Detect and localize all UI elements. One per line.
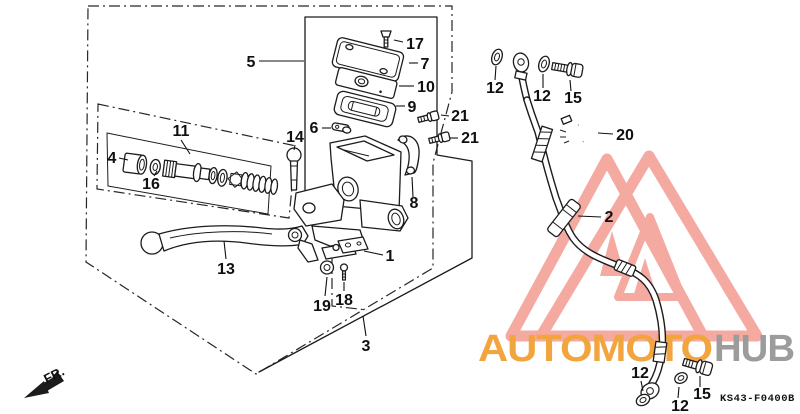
- callout-12a: 12: [486, 80, 504, 97]
- lever-pivot: [287, 227, 303, 243]
- callout-1: 1: [386, 248, 395, 265]
- piston-repair-kit: [122, 152, 279, 195]
- diaphragm: [333, 90, 397, 128]
- callout-5: 5: [247, 54, 256, 71]
- plunger: [286, 147, 302, 191]
- reservoir-opening: [336, 140, 395, 162]
- piston-kit-inner-box: [106, 132, 272, 215]
- callout-13: 13: [217, 261, 235, 278]
- clamp-bracket: [397, 135, 420, 176]
- banjo-eyelet-upper: [512, 52, 530, 73]
- brake-hose-assembly: [490, 48, 714, 407]
- callout-16: 16: [142, 176, 160, 193]
- sealing-washer-2: [537, 55, 551, 73]
- callout-14: 14: [286, 129, 304, 146]
- callout-20: 20: [616, 127, 634, 144]
- diagram-code: KS43-F0400B: [720, 393, 795, 405]
- watermark-brand-right: HUB: [714, 328, 794, 370]
- callout-15a: 15: [564, 90, 582, 107]
- cylinder-bore: [387, 208, 405, 230]
- callout-2: 2: [605, 209, 614, 226]
- banjo-bolt-upper: [551, 61, 584, 78]
- hose-sleeve: [530, 125, 554, 163]
- perch-screw: [339, 263, 349, 281]
- bracket-plate: [332, 236, 369, 254]
- lever-tang: [297, 239, 319, 263]
- callout-4: 4: [108, 150, 117, 167]
- piston-kit-outer-box: [96, 103, 297, 219]
- logo-triangle-left: [505, 153, 709, 342]
- callout-17: 17: [406, 36, 424, 53]
- handlebar-boundary: [85, 5, 453, 375]
- clamp-bolt-upper: [417, 110, 440, 123]
- sealing-washer-1: [490, 48, 504, 66]
- sealing-washer-3: [635, 393, 651, 407]
- piston: [161, 159, 211, 183]
- callout-3: 3: [362, 338, 371, 355]
- sealing-washer-4: [674, 371, 688, 385]
- washer-ring: [149, 158, 161, 176]
- watermark-brand: AUTOMOTO HUB: [478, 328, 794, 370]
- cap-screw: [380, 30, 392, 48]
- callout-12c: 12: [631, 365, 649, 382]
- callouts: 1 2 3 4 5 6 7 8 9 10 11 12 12 12 12 13 1…: [108, 36, 711, 414]
- hose-clamp: [557, 114, 585, 151]
- clamp-bolt-lower: [428, 131, 451, 144]
- lever-group-boundary: [331, 257, 368, 311]
- callout-21a: 21: [451, 108, 469, 125]
- hose-joint: [547, 198, 581, 238]
- pivot-grommet: [319, 260, 335, 275]
- callout-12b: 12: [533, 88, 551, 105]
- mount-lug: [293, 183, 345, 227]
- callout-18: 18: [335, 292, 353, 309]
- callout-8: 8: [410, 195, 419, 212]
- logo-triangle-right: [535, 150, 763, 342]
- callout-7: 7: [421, 56, 430, 73]
- banjo-bolt-lower: [681, 357, 714, 377]
- cap-joint: [331, 122, 352, 134]
- diaphragm-plate: [334, 67, 398, 100]
- hose-ferrule: [613, 259, 637, 277]
- frame-borders: [85, 5, 473, 375]
- reservoir-group-box: [258, 16, 473, 373]
- piston-washer: [208, 167, 218, 185]
- reservoir-cap-assembly: [331, 30, 405, 134]
- callout-15b: 15: [693, 386, 711, 403]
- hose-lower-crimp: [652, 340, 668, 364]
- callout-9: 9: [408, 99, 417, 116]
- callout-11: 11: [173, 123, 190, 140]
- fr-direction-arrow: FR.: [24, 364, 67, 398]
- callout-10: 10: [417, 79, 435, 96]
- piston-seal: [217, 168, 228, 187]
- watermark-brand-left: AUTOMOTO: [478, 328, 712, 370]
- callout-6: 6: [310, 120, 319, 137]
- callout-leaders: [118, 39, 701, 399]
- callout-21b: 21: [461, 130, 479, 147]
- callout-19: 19: [313, 298, 331, 315]
- brake-lever: [140, 225, 319, 263]
- callout-12d: 12: [671, 398, 689, 414]
- return-spring: [240, 171, 279, 195]
- master-cylinder-body: [293, 135, 409, 260]
